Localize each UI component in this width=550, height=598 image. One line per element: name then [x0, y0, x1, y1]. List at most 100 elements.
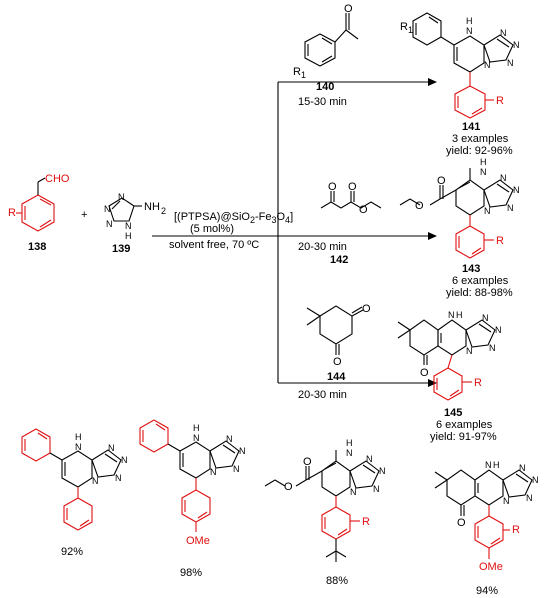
compound-id-140: 140 — [316, 81, 334, 93]
examples-141: 3 examples — [452, 133, 509, 145]
atom-n: N — [108, 443, 115, 453]
yield-141: yield: 92-96% — [446, 145, 513, 157]
r-label-138: R — [8, 207, 16, 219]
atom-o: O — [344, 3, 353, 15]
atom-n: N — [519, 463, 526, 473]
example-compound-1: N H N N N N 92% — [21, 428, 128, 558]
atom-nh: N — [466, 26, 473, 36]
yield-example-3: 88% — [326, 575, 348, 587]
compound-id-141: 141 — [462, 121, 480, 133]
atom-n: N — [507, 203, 514, 213]
atom-h: H — [466, 16, 473, 26]
reactant-139: N N N N H NH 2 139 — [104, 192, 166, 255]
atom-n: N — [366, 454, 373, 464]
example-compound-3: O O N H N N N N R 88% — [264, 438, 386, 587]
atom-o: O — [328, 181, 337, 193]
atom-nh: N — [75, 442, 82, 452]
atom-n: N — [104, 204, 111, 214]
atom-n: N — [466, 346, 473, 356]
reactant-138: CHO R 138 — [8, 173, 70, 253]
atom-n: N — [489, 343, 496, 353]
atom-n: N — [484, 206, 491, 216]
examples-145: 6 examples — [436, 419, 493, 431]
product-143: O O N H N N N N R 143 6 examples yield: … — [399, 157, 520, 299]
yield-example-4: 94% — [476, 585, 498, 597]
time-branch-2: 20-30 min — [298, 241, 347, 253]
example-compound-4: O N H N N N N R OMe 94% — [434, 460, 539, 597]
atom-o: O — [457, 517, 466, 529]
atom-n: N — [118, 192, 125, 202]
atom-nh: N — [125, 221, 132, 231]
nh2-subscript: 2 — [161, 206, 166, 216]
atom-o: O — [284, 481, 293, 493]
atom-n: N — [92, 476, 99, 486]
atom-n: N — [482, 313, 489, 323]
r-label-145: R — [474, 377, 482, 389]
atom-n: N — [210, 467, 217, 477]
catalyst-label: [(PTPSA)@SiO2-Fe3O4] — [174, 211, 293, 225]
atom-o: O — [437, 175, 446, 187]
time-branch-1: 15-30 min — [298, 96, 347, 108]
atom-n: N — [513, 40, 520, 50]
atom-o: O — [333, 356, 342, 368]
atom-o: O — [348, 181, 357, 193]
atom-n: N — [226, 434, 233, 444]
atom-o: O — [303, 456, 312, 468]
atom-n: N — [513, 185, 520, 195]
branch-arrows — [152, 78, 437, 387]
examples-143: 6 examples — [452, 275, 509, 287]
atom-n: N — [350, 487, 357, 497]
atom-n: N — [484, 60, 491, 70]
atom-n: N — [239, 446, 246, 456]
compound-id-139: 139 — [112, 243, 130, 255]
r-label-example-3: R — [362, 516, 370, 528]
product-141: R1 N H N N N N R 141 3 examples yield: 9… — [400, 12, 520, 157]
atom-n: N — [115, 473, 122, 483]
compound-id-138: 138 — [28, 241, 46, 253]
solvent-temperature: solvent free, 70 ºC — [169, 239, 259, 251]
compound-id-142: 142 — [330, 254, 348, 266]
atom-n: N — [526, 493, 533, 503]
atom-n: N — [532, 475, 539, 485]
atom-n: N — [507, 58, 514, 68]
atom-h: H — [493, 460, 500, 470]
atom-n: N — [495, 325, 502, 335]
atom-h: H — [75, 432, 82, 442]
r-label-143: R — [496, 235, 504, 247]
r1-label-140: R1 — [293, 66, 306, 80]
atom-n: N — [121, 455, 128, 465]
arrow-head — [428, 379, 437, 387]
r-label-example-4: R — [512, 524, 520, 536]
atom-n: N — [106, 219, 113, 229]
ome-label-4: OMe — [479, 561, 503, 573]
cho-label: CHO — [45, 173, 70, 185]
atom-n: N — [500, 28, 507, 38]
atom-n: N — [233, 464, 240, 474]
atom-n: N — [379, 466, 386, 476]
reaction-conditions: [(PTPSA)@SiO2-Fe3O4] (5 mol%) solvent fr… — [169, 211, 293, 251]
plus-sign: + — [81, 209, 87, 221]
atom-nh: N — [193, 433, 200, 443]
r-label-141: R — [496, 95, 504, 107]
compound-id-143: 143 — [462, 263, 480, 275]
atom-nh: N — [485, 460, 492, 470]
yield-example-2: 98% — [180, 567, 202, 579]
yield-example-1: 92% — [61, 546, 83, 558]
atom-h: H — [456, 310, 463, 320]
nh2-label: NH — [144, 201, 160, 213]
yield-145: yield: 91-97% — [430, 431, 497, 443]
atom-o: O — [362, 303, 371, 315]
atom-o: O — [359, 204, 368, 216]
atom-h: H — [480, 157, 487, 167]
atom-n: N — [500, 173, 507, 183]
atom-n: N — [503, 496, 510, 506]
time-branch-3: 20-30 min — [298, 389, 347, 401]
atom-nh: N — [346, 448, 353, 458]
arrow-head — [428, 232, 437, 240]
atom-o: O — [420, 367, 429, 379]
arrow-head — [428, 78, 437, 86]
yield-143: yield: 88-98% — [446, 287, 513, 299]
ome-label-2: OMe — [186, 535, 210, 547]
compound-id-145: 145 — [444, 407, 462, 419]
